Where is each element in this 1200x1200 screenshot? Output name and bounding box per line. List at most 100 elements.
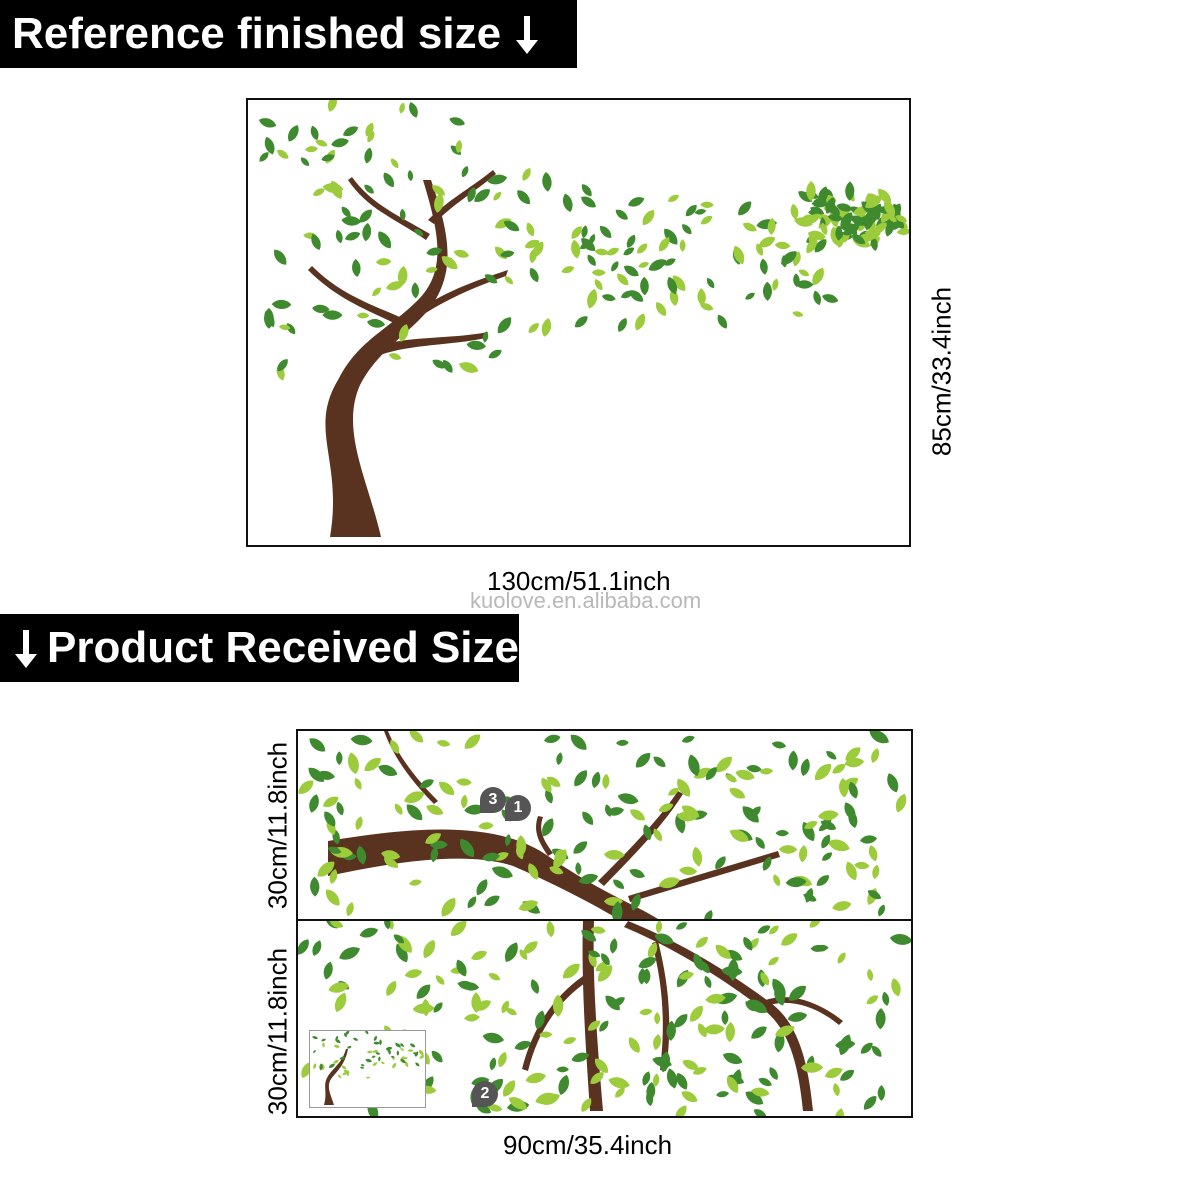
leaf	[868, 845, 878, 862]
leaf	[571, 1052, 590, 1063]
leaf	[805, 888, 814, 903]
leaf	[321, 154, 335, 162]
leaf	[653, 828, 662, 842]
leaf	[869, 230, 881, 240]
received-size-title: Product Received Size	[47, 623, 519, 672]
leaf	[419, 1049, 424, 1056]
leaf	[800, 758, 810, 776]
leaf	[353, 1037, 359, 1041]
leaf	[822, 294, 839, 303]
leaf	[298, 780, 314, 794]
leaf	[335, 229, 343, 244]
leaf	[504, 276, 514, 285]
leaf	[386, 981, 397, 996]
leaf	[386, 281, 404, 291]
leaf	[487, 174, 508, 185]
leaf	[322, 310, 343, 320]
leaf	[327, 846, 342, 854]
leaf	[896, 228, 909, 235]
leaf	[839, 1034, 851, 1056]
leaf	[404, 1061, 409, 1068]
leaf	[298, 939, 309, 955]
leaf	[840, 1069, 855, 1081]
leaf	[312, 1036, 318, 1040]
leaf	[835, 225, 843, 241]
leaf	[525, 1072, 546, 1084]
leaf	[571, 226, 582, 239]
leaf	[327, 100, 338, 112]
leaf	[895, 215, 908, 223]
leaf	[346, 902, 354, 917]
leaf	[341, 1065, 347, 1070]
leaf	[617, 793, 639, 805]
leaf	[640, 276, 649, 296]
leaf	[716, 1091, 730, 1098]
leaf	[300, 157, 310, 166]
leaf	[700, 201, 714, 208]
leaf	[425, 267, 438, 273]
leaf	[581, 238, 596, 251]
leaf	[528, 863, 539, 880]
leaf	[690, 1005, 703, 1022]
leaf	[400, 1043, 404, 1047]
leaf	[367, 131, 375, 143]
leaf	[259, 152, 269, 162]
leaf	[493, 191, 502, 201]
leaf	[787, 1012, 808, 1022]
leaf	[887, 214, 897, 222]
leaf	[426, 247, 443, 256]
leaf	[312, 940, 322, 956]
leaf	[449, 117, 465, 126]
sheet-tag-3: 3	[480, 787, 506, 813]
leaf	[814, 239, 827, 253]
leaf	[315, 139, 328, 147]
leaf	[371, 1055, 376, 1058]
leaf	[435, 975, 445, 985]
leaf	[442, 360, 453, 373]
leaf	[799, 845, 808, 863]
leaf	[697, 288, 706, 306]
leaf	[497, 317, 512, 334]
leaf	[688, 754, 700, 777]
leaf	[352, 258, 361, 277]
leaf	[637, 243, 648, 254]
leaf	[546, 921, 555, 938]
leaf	[426, 804, 444, 815]
leaf	[629, 290, 644, 302]
leaf	[638, 957, 657, 969]
leaf	[505, 942, 518, 962]
leaf	[655, 921, 663, 934]
leaf	[812, 267, 824, 286]
leaf	[546, 776, 561, 787]
leaf	[273, 249, 287, 265]
leaf	[768, 957, 779, 966]
leaf	[373, 1041, 380, 1045]
leaf	[599, 1020, 609, 1032]
leaf	[407, 170, 414, 182]
leaf	[335, 1035, 339, 1041]
leaf	[399, 102, 405, 114]
leaf	[404, 969, 423, 978]
leaf	[471, 950, 488, 960]
leaf	[778, 845, 798, 854]
leaf	[790, 203, 799, 220]
leaf	[488, 349, 502, 359]
leaf	[390, 739, 400, 754]
leaf	[312, 304, 330, 313]
leaf	[526, 222, 535, 237]
leaf	[646, 1091, 654, 1106]
reference-size-banner: Reference finished size	[0, 0, 577, 68]
leaf	[409, 102, 418, 118]
leaf	[366, 1076, 371, 1079]
leaf	[517, 190, 530, 205]
leaf	[309, 794, 319, 813]
leaf	[409, 879, 422, 886]
leaf	[785, 877, 807, 888]
leaf	[337, 1074, 342, 1079]
leaf	[484, 895, 500, 907]
leaf	[433, 1002, 443, 1013]
leaf	[359, 927, 379, 938]
leaf	[679, 239, 686, 252]
leaf	[476, 879, 488, 896]
leaf	[419, 779, 434, 789]
